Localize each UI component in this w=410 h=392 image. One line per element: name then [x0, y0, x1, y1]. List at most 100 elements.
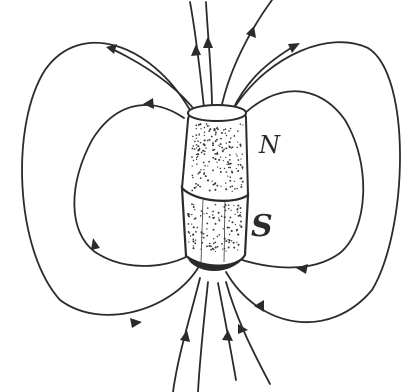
stipple-dot	[210, 245, 212, 247]
stipple-dot	[220, 171, 222, 173]
stipple-dot	[236, 188, 238, 190]
stipple-dot	[204, 153, 206, 155]
stipple-dot	[216, 161, 217, 162]
stipple-dot	[228, 167, 229, 168]
stipple-dot	[227, 239, 228, 240]
stipple-dot	[232, 146, 234, 148]
stipple-dot	[237, 249, 238, 250]
arrow-top-1	[191, 44, 201, 56]
north-pole-label: N	[258, 131, 281, 159]
stipple-dot	[229, 216, 231, 218]
stipple-dot	[226, 135, 227, 136]
stipple-dot	[199, 186, 201, 188]
stipple-dot	[230, 137, 232, 139]
stipple-dot	[215, 140, 217, 142]
stipple-dot	[240, 221, 242, 223]
arrow-outer-left-lower	[130, 318, 142, 328]
stipple-dot	[218, 212, 220, 214]
stipple-dot	[237, 170, 239, 172]
stipple-dot	[193, 160, 194, 161]
stipple-dot	[218, 219, 220, 221]
stipple-dot	[209, 139, 211, 141]
stipple-dot	[207, 140, 209, 142]
stipple-dot	[212, 169, 214, 171]
stipple-dot	[235, 224, 236, 225]
stipple-dot	[197, 184, 199, 186]
stipple-dot	[225, 157, 226, 158]
stipple-dot	[215, 132, 217, 134]
stipple-dot	[224, 168, 225, 169]
stipple-dot	[234, 188, 236, 190]
stipple-dot	[196, 144, 198, 146]
stipple-dot	[228, 247, 230, 249]
stipple-dot	[225, 188, 227, 190]
stipple-dot	[189, 213, 190, 214]
arrow-outer-right-lower	[254, 300, 264, 312]
stipple-dot	[215, 251, 216, 252]
stipple-dot	[228, 220, 230, 222]
stipple-dot	[240, 158, 241, 159]
stipple-dot	[213, 229, 215, 231]
stipple-dot	[241, 184, 242, 185]
stipple-dot	[214, 217, 215, 218]
field-line-outer-left	[22, 43, 198, 315]
stipple-dot	[212, 149, 214, 151]
stipple-dot	[212, 184, 214, 186]
stipple-dot	[219, 146, 220, 147]
stipple-dot	[220, 185, 221, 186]
stipple-dot	[229, 154, 231, 156]
stipple-dot	[198, 124, 200, 126]
stipple-dot	[196, 159, 197, 160]
stipple-dot	[223, 228, 224, 229]
stipple-dot	[192, 165, 193, 166]
stipple-dot	[218, 234, 220, 236]
stipple-dot	[234, 181, 235, 182]
stipple-dot	[215, 223, 217, 225]
stipple-dot	[193, 204, 194, 205]
stipple-dot	[240, 123, 242, 125]
stipple-dot	[192, 148, 194, 150]
stipple-dot	[196, 154, 198, 156]
stipple-dot	[217, 166, 218, 167]
stipple-dot	[207, 207, 209, 209]
stipple-dot	[220, 156, 221, 157]
stipple-dot	[226, 142, 227, 143]
stipple-dot	[221, 132, 223, 134]
stipple-dot	[200, 177, 202, 179]
stipple-dot	[195, 239, 197, 241]
stipple-dot	[227, 227, 229, 229]
stipple-dot	[236, 209, 238, 211]
stipple-dot	[206, 235, 208, 237]
stipple-dot	[204, 165, 206, 167]
stipple-dot	[191, 214, 192, 215]
stipple-dot	[194, 141, 196, 143]
stipple-dot	[215, 134, 217, 136]
stipple-dot	[208, 245, 210, 247]
magnet-south-half	[182, 188, 248, 266]
stipple-dot	[238, 164, 240, 166]
stipple-dot	[229, 234, 230, 235]
stipple-dot	[197, 227, 199, 229]
stipple-dot	[192, 175, 194, 177]
field-line-top-3	[221, 0, 272, 109]
stipple-dot	[191, 203, 193, 205]
stipple-dot	[225, 182, 226, 183]
stipple-dot	[242, 124, 243, 125]
field-line-top-4	[232, 45, 296, 111]
stipple-dot	[229, 180, 231, 182]
stipple-dot	[198, 145, 200, 147]
arrow-top-5	[106, 44, 117, 54]
stipple-dot	[229, 141, 231, 143]
stipple-dot	[240, 226, 241, 227]
stipple-dot	[207, 165, 208, 166]
stipple-dot	[204, 132, 206, 134]
stipple-dot	[212, 144, 214, 146]
stipple-dot	[236, 229, 238, 231]
stipple-dot	[221, 147, 223, 149]
magnet-top-face	[188, 105, 246, 121]
stipple-dot	[229, 239, 231, 241]
arrow-inner-left	[143, 98, 154, 109]
stipple-dot	[192, 240, 194, 242]
